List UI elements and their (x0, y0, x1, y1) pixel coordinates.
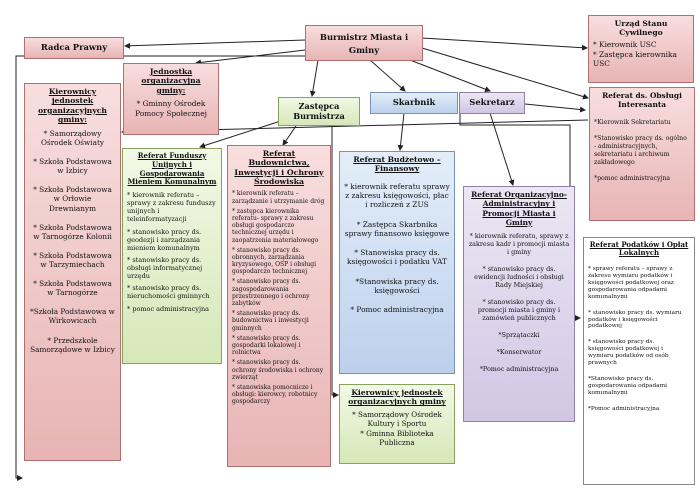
referat-budzetowo-item: *Stanowiska pracy ds. księgowości (355, 276, 439, 295)
referat-budownictwa-item: * stanowisko pracy ds. obronnych, zarząd… (232, 246, 316, 276)
referat-podatkow-item: * stanowisko pracy ds. księgowości podat… (588, 339, 669, 367)
referat-obslugi-item: *pomoc administracyjna (594, 175, 671, 183)
skarbnik-box: Skarbnik (370, 92, 458, 114)
referat-organizacyjno-item: *Pomoc administracyjna (479, 365, 559, 373)
jednostka-org-box: Jednostka organizacyjna gminy: * Gminny … (123, 63, 219, 135)
kierownicy-jednostek2-box: Kierownicy jednostek organizacyjnych gmi… (339, 384, 455, 464)
burmistrz-title: Burmistrz Miasta i Gminy (319, 32, 409, 55)
referat-budownictwa-item: * stanowisko pracy ds. ochrony środowisk… (232, 359, 324, 381)
referat-budzetowo-item: * kierownik referatu sprawy z zakresu ks… (344, 181, 450, 210)
referat-podatkow-item: *Stanowisko pracy ds. gospodarowania odp… (588, 376, 667, 397)
referat-funduszy-item: * stanowisko pracy ds. geodezji i zarząd… (127, 227, 202, 252)
referat-obslugi-item: *Kierownik Sekretariatu (594, 118, 671, 126)
referat-budzetowo-item: * Zastępca Skarbnika sprawy finansowo ks… (344, 219, 450, 238)
referat-funduszy-item: * kierownik referatu – sprawy z zakresu … (127, 191, 216, 224)
kierownicy-jednostek2-item: * Samorządowy Ośrodek Kultury i Sportu (352, 409, 442, 428)
kierownicy-jednostek-item: * Szkoła Podstawowa w Tarnogórze Kolonii (33, 222, 112, 241)
referat-budownictwa-item: * zastępca kierownika referatu- sprawy z… (232, 207, 319, 244)
referat-organizacyjno-item: *Konserwator (496, 348, 542, 356)
referat-podatkow-item: * stanowisko pracy ds. wymiaru podatków … (588, 309, 682, 330)
referat-budownictwa-item: * kierownik referatu – zarządzanie i utr… (232, 190, 325, 205)
jednostka-org-title: Jednostka organizacyjna gminy: (141, 67, 201, 95)
referat-organizacyjno-box: Referat Organizacyjno-Administracyjny i … (463, 186, 575, 422)
referat-organizacyjno-item: * kierownik referatu, sprawy z zakresu k… (468, 232, 570, 256)
kierownicy-jednostek-item: * Szkoła Podstawowa w Orłowie Drewnianym (33, 185, 112, 213)
referat-budownictwa-item: * stanowiska pomocnicze i obsługi: kiero… (232, 383, 318, 406)
referat-funduszy-title: Referat Funduszy Unijnych i Gospodarowan… (127, 151, 217, 187)
kierownicy-jednostek2-item: * Gminna Biblioteka Publiczna (360, 428, 434, 447)
radca-title: Radca Prawny (40, 42, 108, 52)
usc-box: Urząd Stanu Cywilnego * Kierownik USC * … (588, 15, 694, 83)
kierownicy-jednostek-item: *Szkoła Podstawowa w Wirkowicach (30, 307, 115, 326)
referat-budownictwa-box: Referat Budownictwa, Inwestycji i Ochron… (227, 145, 331, 467)
usc-item: * Zastępca kierownika USC (593, 50, 677, 69)
referat-organizacyjno-title: Referat Organizacyjno-Administracyjny i … (471, 190, 567, 227)
sekretarz-title: Sekretarz (469, 97, 515, 107)
referat-budownictwa-item: * stanowisko pracy ds. budownictwa i inw… (232, 310, 309, 332)
referat-funduszy-item: * stanowisko pracy ds. obsługi informaty… (127, 255, 203, 281)
kierownicy-jednostek-item: * Szkoła Podstawowa w Tarzymiechach (33, 250, 112, 270)
burmistrz-box: Burmistrz Miasta i Gminy (305, 25, 423, 61)
kierownicy-jednostek2-title: Kierownicy jednostek organizacyjnych gmi… (348, 388, 446, 407)
referat-funduszy-item: * stanowisko pracy ds. nieruchomości gmi… (127, 284, 210, 301)
kierownicy-jednostek-item: * Przedszkole Samorządowe w Izbicy (30, 335, 115, 354)
sekretarz-box: Sekretarz (459, 92, 525, 114)
referat-obslugi-box: Referat ds. Obsługi Interesanta *Kierown… (589, 87, 695, 221)
radca-box: Radca Prawny (24, 37, 124, 59)
referat-budzetowo-title: Referat Budżetowo – Finansowy (353, 155, 441, 174)
jednostka-org-item: * Gminny Ośrodek Pomocy Społecznej (135, 99, 207, 118)
usc-title: Urząd Stanu Cywilnego (614, 19, 668, 38)
referat-obslugi-title: Referat ds. Obsługi Interesanta (602, 91, 682, 110)
usc-item: * Kierownik USC (593, 39, 657, 49)
referat-podatkow-title: Referat Podatków i Opłat Lokalnych (589, 240, 689, 258)
referat-podatkow-box: Referat Podatków i Opłat Lokalnych * spr… (583, 237, 695, 485)
referat-funduszy-box: Referat Funduszy Unijnych i Gospodarowan… (122, 148, 222, 364)
referat-funduszy-item: * pomoc administracyjna (127, 304, 210, 313)
kierownicy-jednostek-title: Kierownicy jednostek organizacyjnych gmi… (38, 87, 107, 125)
zastepca-box: Zastępca Burmistrza (278, 97, 360, 126)
referat-organizacyjno-item: * stanowisko pracy ds. promocji miasta i… (477, 298, 561, 322)
referat-budzetowo-item: * Stanowiska pracy ds. księgowości i pod… (347, 248, 447, 267)
zastepca-title: Zastępca Burmistrza (293, 101, 345, 122)
kierownicy-jednostek-item: * Szkoła Podstawowa w Tarnogórze (33, 279, 112, 298)
referat-obslugi-item: *Stanowisko pracy ds. ogólno - administr… (594, 135, 687, 166)
referat-organizacyjno-item: *Sprzątaczki (498, 331, 540, 339)
referat-podatkow-item: *Pomoc administracyjna (588, 406, 660, 413)
referat-organizacyjno-item: * stanowisko pracy ds. ewidencji ludnośc… (474, 265, 564, 289)
referat-budownictwa-title: Referat Budownictwa, Inwestycji i Ochron… (234, 149, 324, 187)
kierownicy-jednostek-item: * Samorządowy Ośrodek Oświaty (40, 128, 105, 148)
kierownicy-jednostek-box: Kierownicy jednostek organizacyjnych gmi… (24, 83, 121, 461)
kierownicy-jednostek-item: * Szkoła Podstawowa w Izbicy (33, 157, 112, 176)
referat-budzetowo-box: Referat Budżetowo – Finansowy * kierowni… (339, 151, 455, 374)
referat-budownictwa-item: * stanowisko pracy ds. zagospodarowania … (232, 278, 310, 307)
skarbnik-title: Skarbnik (392, 97, 436, 107)
referat-budownictwa-item: * stanowisko pracy ds. gospodarki lokalo… (232, 334, 301, 357)
referat-budzetowo-item: * Pomoc administracyjna (350, 305, 444, 315)
referat-podatkow-item: * sprawy referatu – sprawy z zakresu wym… (588, 265, 674, 300)
